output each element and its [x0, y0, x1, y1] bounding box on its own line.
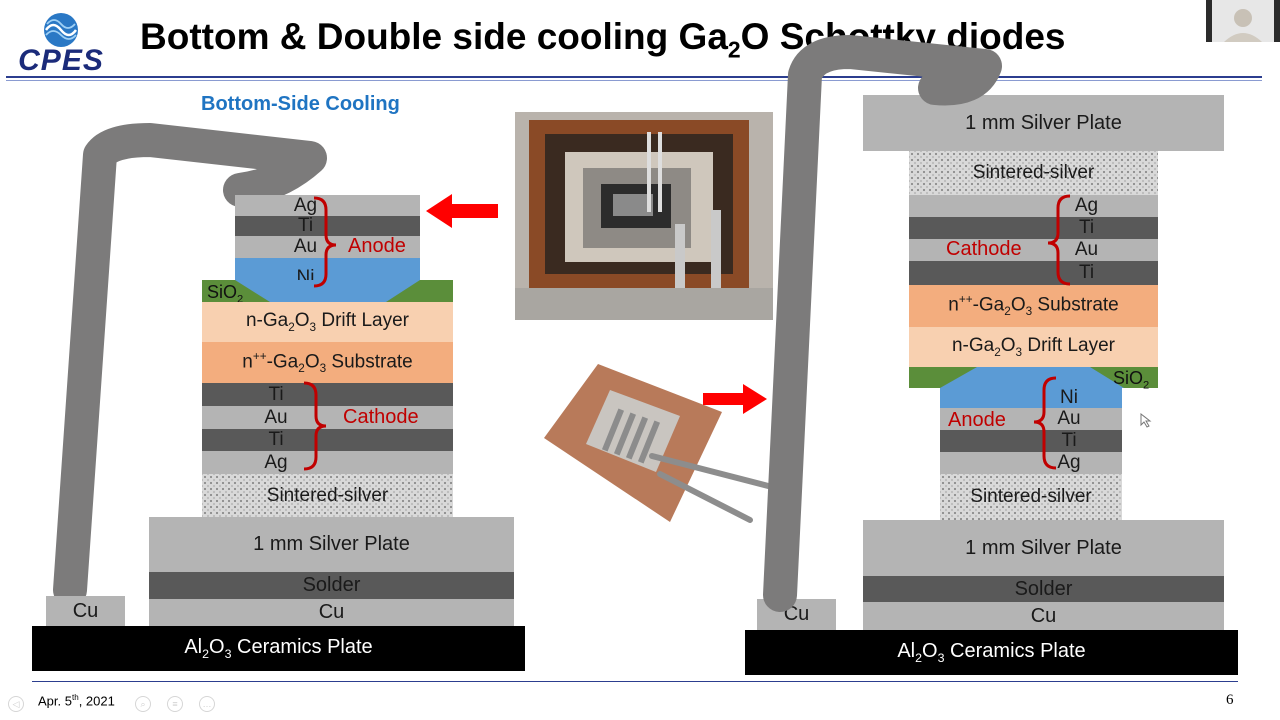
right-layer-au-top: Au: [909, 239, 1158, 261]
webcam-thumbnail: [1206, 0, 1280, 42]
left-cathode-label: Cathode: [343, 406, 419, 428]
right-layer-ti-bottom: Ti: [940, 430, 1122, 452]
right-anode-label: Anode: [948, 409, 1006, 431]
right-layer-ag-bottom: Ag: [940, 452, 1122, 474]
left-layer-ti-bottom-1: Ti: [202, 383, 453, 406]
right-layer-substrate: n++-Ga2O3 Substrate: [909, 285, 1158, 327]
right-layer-au-bottom: Au: [940, 408, 1122, 430]
right-layer-sintered-top: Sintered-silver: [909, 151, 1158, 195]
packaged-diode-photo: [515, 112, 773, 320]
page-number: 6: [1226, 692, 1234, 708]
left-sio2-bevel: [235, 280, 420, 302]
zoom-icon[interactable]: ⌕: [135, 696, 151, 712]
slides-menu-icon[interactable]: ≡: [167, 696, 183, 712]
left-layer-silver-plate: 1 mm Silver Plate: [149, 517, 514, 572]
left-anode-label: Anode: [348, 235, 406, 257]
more-options-icon[interactable]: …: [199, 696, 215, 712]
left-layer-substrate: n++-Ga2O3 Substrate: [202, 342, 453, 383]
right-sio2-label: SiO2: [1113, 368, 1150, 392]
device-photo-top: [515, 112, 773, 320]
prev-slide-icon[interactable]: ◁: [8, 696, 24, 712]
left-layer-drift: n-Ga2O3 Drift Layer: [202, 302, 453, 342]
left-layer-cu-small: Cu: [46, 596, 125, 627]
left-layer-sintered-silver: Sintered-silver: [202, 474, 453, 517]
right-anode-brace: [1033, 376, 1057, 470]
title-underline-thin: [6, 80, 1262, 81]
footer-date: Apr. 5th, 2021: [38, 693, 115, 709]
right-layer-drift: n-Ga2O3 Drift Layer: [909, 327, 1158, 367]
right-layer-ag-top: Ag: [909, 195, 1158, 217]
right-layer-silver-plate-bottom: 1 mm Silver Plate: [863, 520, 1224, 576]
slide-title: Bottom & Double side cooling Ga2O Schott…: [140, 16, 1066, 63]
left-layer-ag-top: Ag: [235, 195, 420, 216]
arrow-left-icon: [426, 194, 498, 228]
right-layer-silver-plate-top: 1 mm Silver Plate: [863, 95, 1224, 151]
mouse-cursor-icon: [1140, 413, 1152, 428]
section-label: Bottom-Side Cooling: [201, 93, 400, 115]
left-layer-ag-bottom: Ag: [202, 451, 453, 474]
cpes-logo-text: CPES: [18, 44, 104, 77]
left-sio2-label: SiO2: [207, 282, 244, 306]
right-layer-ti-top: Ti: [909, 217, 1158, 239]
right-layer-ni: Ni: [940, 387, 1122, 408]
left-layer-ti-bottom-2: Ti: [202, 429, 453, 451]
dsc-diode-photo: [544, 364, 779, 523]
right-cathode-brace: [1047, 194, 1071, 286]
arrow-right-icon: [703, 384, 767, 414]
left-layer-ceramic: Al2O3 Ceramics Plate: [32, 626, 525, 671]
left-layer-au-bottom: Au: [202, 406, 453, 429]
person-icon: [1206, 0, 1280, 42]
right-layer-solder: Solder: [863, 576, 1224, 602]
footer-rule: [32, 681, 1238, 682]
right-layer-cu: Cu: [863, 602, 1224, 630]
left-anode-brace: [313, 196, 337, 288]
cpes-globe-icon: [44, 13, 78, 47]
title-underline: [6, 76, 1262, 78]
right-layer-sintered-bottom: Sintered-silver: [940, 474, 1122, 520]
right-sio2-bevel: [940, 367, 1124, 388]
left-cathode-brace: [303, 381, 327, 471]
slide-nav-controls[interactable]: ◁ ⌕ ≡ …: [8, 696, 218, 712]
device-photo-bottom: [540, 360, 785, 530]
right-cathode-label: Cathode: [946, 238, 1022, 260]
right-layer-ti-top-2: Ti: [909, 261, 1158, 285]
cpes-logo: CPES: [6, 8, 116, 77]
left-layer-cu: Cu: [149, 599, 514, 626]
right-layer-ceramic: Al2O3 Ceramics Plate: [745, 630, 1238, 675]
left-layer-solder: Solder: [149, 572, 514, 599]
